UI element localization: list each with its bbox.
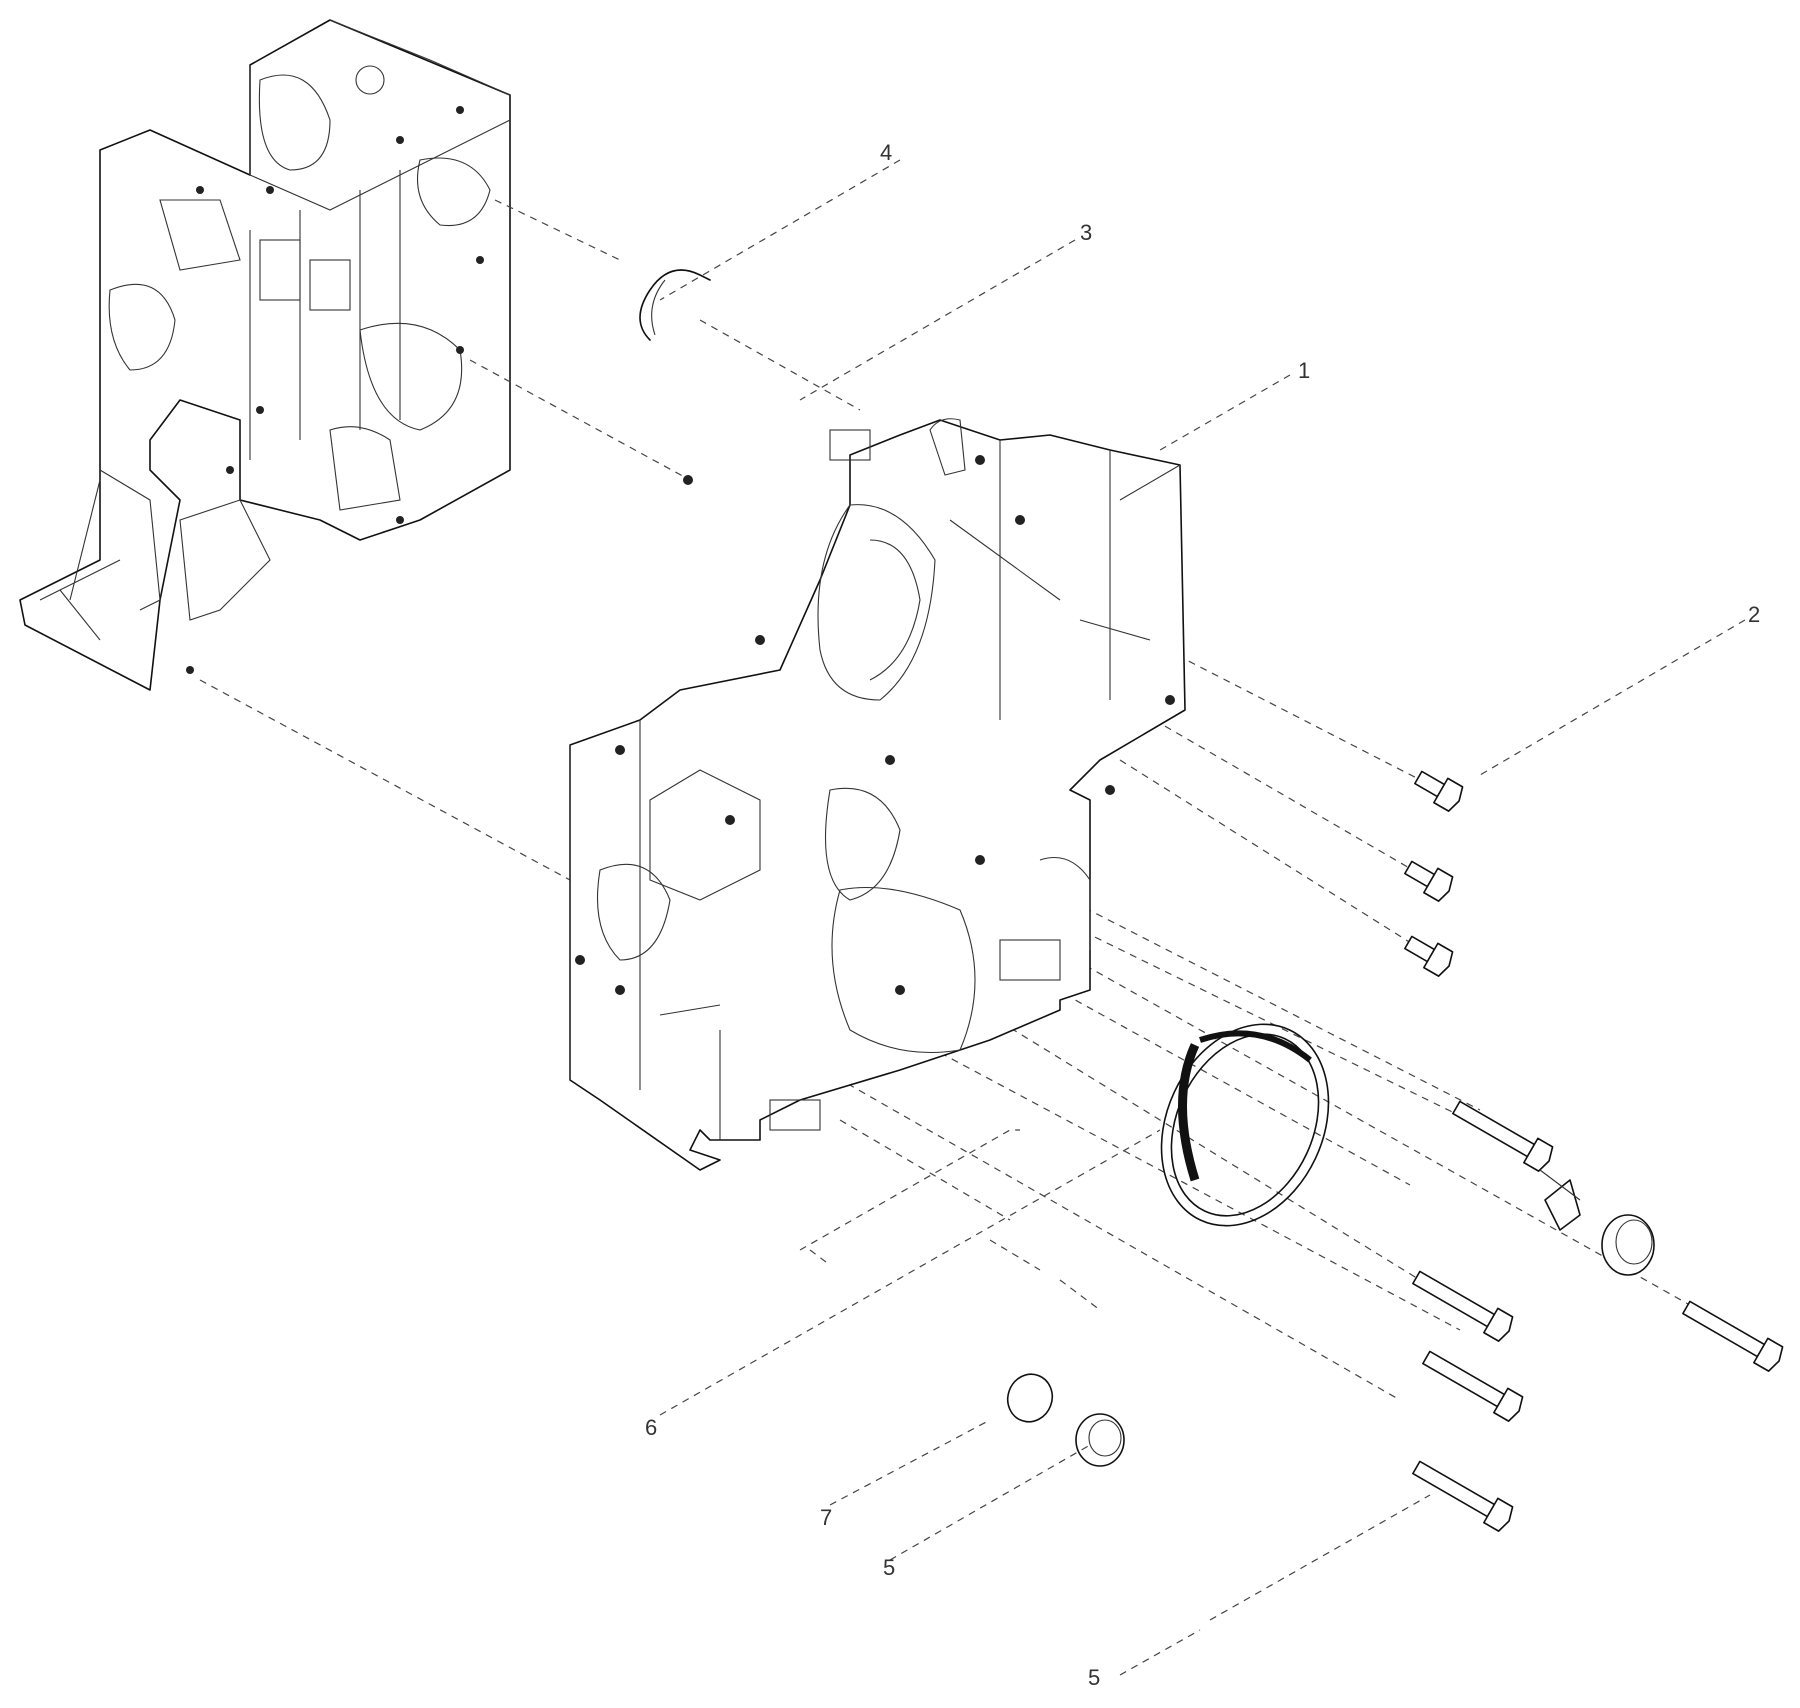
bolt [1404,935,1454,977]
callout-7: 7 [820,1505,832,1530]
bolt [1404,860,1454,902]
long-bolt [1682,1300,1784,1372]
plug [1075,1413,1125,1467]
long-bolt [1422,1350,1524,1422]
callout-1: 1 [1298,358,1310,383]
callout-5-bolt: 5 [1088,1665,1100,1690]
callout-5-plug: 5 [883,1555,895,1580]
assembly-lines [199,199,1771,1401]
callout-4: 4 [880,140,892,165]
bolt-group-upper [1404,770,1464,977]
long-bolt [1412,1460,1514,1532]
bolt-group-lower [1412,1100,1784,1532]
retaining-clip [639,269,711,485]
callout-3: 3 [1080,220,1092,245]
callout-2: 2 [1748,602,1760,627]
long-bolt [1452,1100,1554,1172]
callouts: 1 2 3 4 5 5 6 7 [645,140,1760,1690]
callout-6: 6 [645,1415,657,1440]
long-bolt [1412,1270,1514,1342]
o-ring [1006,1373,1054,1423]
sleeve-and-plug [1539,1169,1655,1276]
engine-block [19,19,511,691]
crankshaft-seal [1160,1023,1330,1227]
timing-cover [569,418,1186,1171]
bolt [1414,770,1464,812]
leader-lines [659,159,1746,1676]
